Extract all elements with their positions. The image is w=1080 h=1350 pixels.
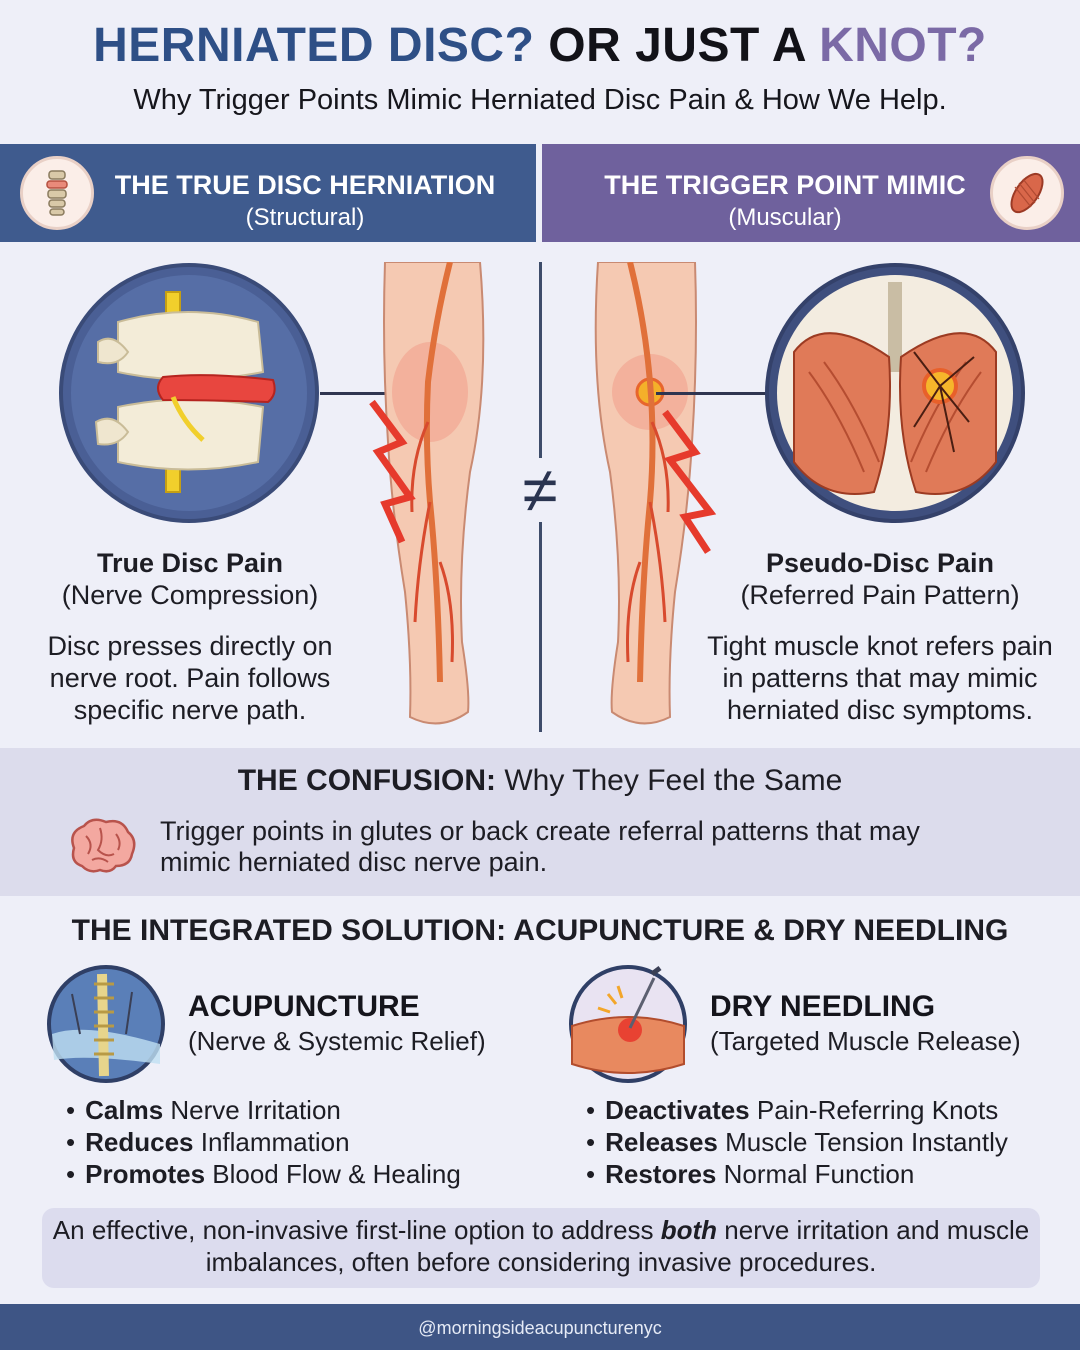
confusion-section	[0, 748, 1080, 896]
page-subtitle: Why Trigger Points Mimic Herniated Disc …	[133, 84, 947, 116]
band-divider	[536, 144, 542, 242]
spine-disc-illustration	[58, 262, 320, 524]
dry-needling-title: DRY NEEDLING	[710, 990, 936, 1023]
leg-illustration-right	[570, 261, 750, 732]
disc-herniation-title: THE TRUE DISC HERNIATION	[114, 170, 496, 200]
true-disc-pain-description: Disc presses directly on nerve root. Pai…	[47, 631, 333, 725]
muscle-icon	[990, 156, 1064, 230]
summary-text: An effective, non-invasive first-line op…	[52, 1215, 1030, 1277]
spine-icon	[20, 156, 94, 230]
footer-handle: @morningsideacupuncturenyc	[418, 1318, 662, 1338]
acupuncture-subtitle: (Nerve & Systemic Relief)	[188, 1026, 486, 1056]
confusion-description: Trigger points in glutes or back create …	[160, 816, 920, 877]
pointer-line-right	[656, 392, 776, 395]
true-disc-pain-subtitle: (Nerve Compression)	[61, 580, 319, 610]
pointer-line-left	[320, 392, 420, 395]
leg-illustration-left	[330, 261, 510, 732]
dry-needling-benefits: Deactivates Pain-Referring Knots Release…	[586, 1094, 1008, 1190]
true-disc-pain-title: True Disc Pain	[96, 548, 284, 578]
list-item: Releases Muscle Tension Instantly	[586, 1126, 1008, 1158]
pseudo-disc-pain-description: Tight muscle knot refers pain in pattern…	[707, 631, 1053, 725]
pseudo-disc-pain-subtitle: (Referred Pain Pattern)	[740, 580, 1020, 610]
glute-muscle-illustration	[764, 262, 1026, 524]
trigger-point-title: THE TRIGGER POINT MIMIC	[604, 170, 966, 200]
list-item: Reduces Inflammation	[66, 1126, 461, 1158]
list-item: Restores Normal Function	[586, 1158, 1008, 1190]
trigger-point-subtitle: (Muscular)	[728, 204, 842, 231]
not-equal-symbol: ≠	[510, 458, 570, 522]
acupuncture-icon	[46, 964, 166, 1084]
page-title: HERNIATED DISC? OR JUST A KNOT?	[93, 19, 987, 72]
solution-title: THE INTEGRATED SOLUTION: ACUPUNCTURE & D…	[71, 914, 1009, 947]
list-item: Calms Nerve Irritation	[66, 1094, 461, 1126]
brain-icon	[64, 814, 140, 878]
dry-needling-icon	[568, 964, 688, 1084]
acupuncture-benefits: Calms Nerve Irritation Reduces Inflammat…	[66, 1094, 461, 1190]
footer-bar	[0, 1304, 1080, 1350]
disc-herniation-subtitle: (Structural)	[245, 204, 365, 231]
acupuncture-title: ACUPUNCTURE	[188, 990, 420, 1023]
list-item: Promotes Blood Flow & Healing	[66, 1158, 461, 1190]
confusion-title: THE CONFUSION: Why They Feel the Same	[237, 764, 843, 797]
pseudo-disc-pain-title: Pseudo-Disc Pain	[765, 548, 995, 578]
dry-needling-subtitle: (Targeted Muscle Release)	[710, 1026, 1021, 1056]
list-item: Deactivates Pain-Referring Knots	[586, 1094, 1008, 1126]
summary-box	[42, 1208, 1040, 1288]
